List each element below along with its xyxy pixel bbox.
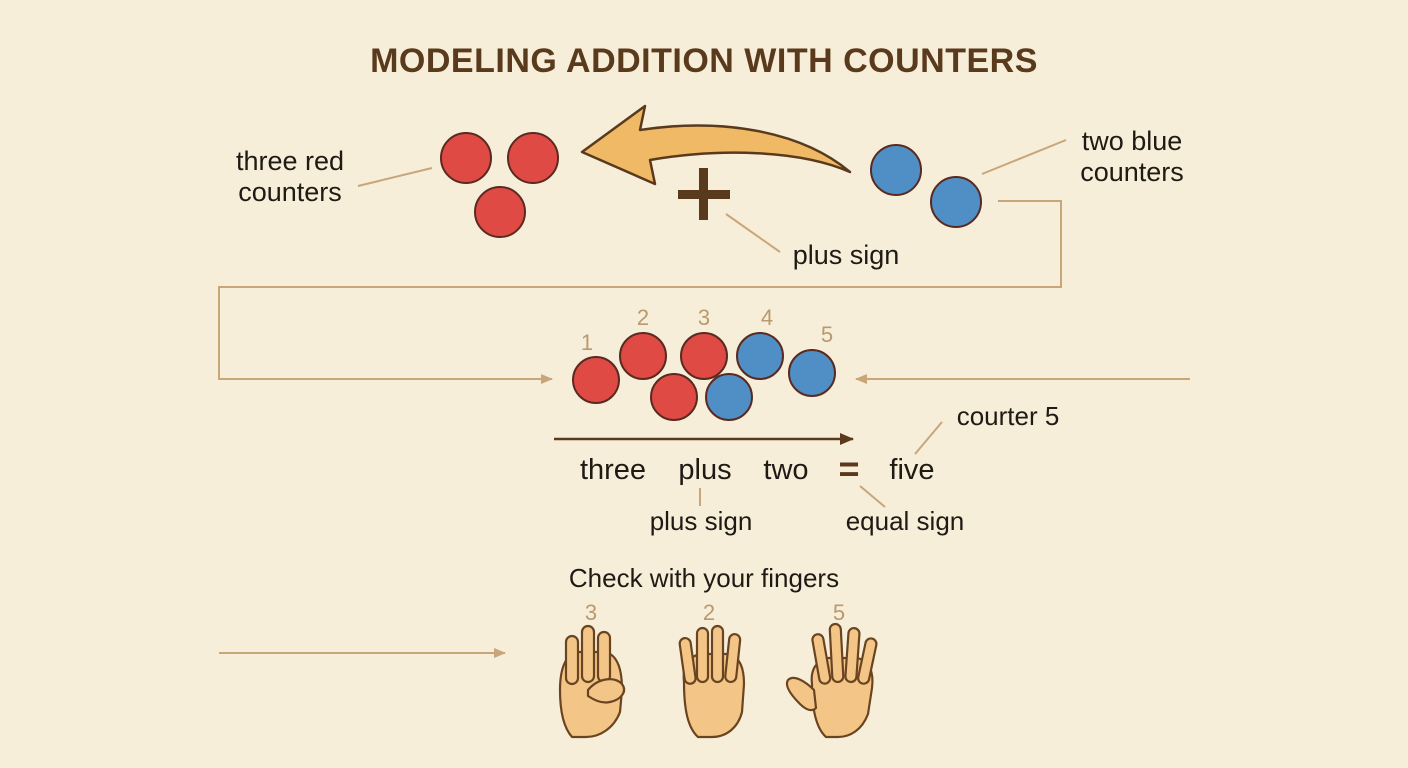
plus-sign-label-top: plus sign xyxy=(793,240,900,270)
connector-arrow xyxy=(218,200,1062,384)
equal-sign-leader xyxy=(859,485,886,508)
blue-counters-label-line1: two blue xyxy=(1082,126,1183,156)
hand-number: 5 xyxy=(833,600,845,625)
plus-sign-label: plus sign xyxy=(650,506,753,536)
hand-number: 2 xyxy=(703,600,715,625)
counter-number: 1 xyxy=(581,330,593,355)
red-counter xyxy=(680,332,728,380)
equation-word-five: five xyxy=(889,454,934,486)
red-counter xyxy=(619,332,667,380)
counter-number: 4 xyxy=(761,305,773,330)
curved-arrow-icon xyxy=(580,104,852,186)
page-title: MODELING ADDITION WITH COUNTERS xyxy=(370,42,1038,80)
equals-icon: = xyxy=(838,448,859,489)
red-counters-label-line2: counters xyxy=(238,177,342,207)
counter-5-label: courter 5 xyxy=(957,401,1060,431)
blue-counter xyxy=(736,332,784,380)
counter-number: 3 xyxy=(698,305,710,330)
red-counter xyxy=(650,373,698,421)
red-counters-label-line1: three red xyxy=(236,146,344,176)
equal-sign-label: equal sign xyxy=(846,506,965,536)
blue-counters-label-line2: counters xyxy=(1080,157,1184,187)
plus-icon xyxy=(678,168,730,220)
counter-number: 2 xyxy=(637,305,649,330)
red-counter xyxy=(572,356,620,404)
counter-number: 5 xyxy=(821,322,833,347)
equation-word-two: two xyxy=(763,454,808,486)
red-counter-group xyxy=(440,132,559,238)
equation-word-plus: plus xyxy=(678,454,731,486)
plus-label-leader xyxy=(725,213,781,253)
hand-two-icon xyxy=(678,624,746,739)
combined-counter-group xyxy=(572,332,836,421)
equation-word-three: three xyxy=(580,454,646,486)
blue-counter xyxy=(930,176,982,228)
blue-counter xyxy=(788,349,836,397)
check-fingers-label: Check with your fingers xyxy=(569,563,839,593)
red-label-leader xyxy=(357,167,433,187)
red-counter xyxy=(507,132,559,184)
red-counter xyxy=(440,132,492,184)
red-counter xyxy=(474,186,526,238)
blue-label-leader xyxy=(981,139,1067,175)
hand-number: 3 xyxy=(585,600,597,625)
counter-label-leader xyxy=(914,421,943,455)
blue-counter xyxy=(705,373,753,421)
hand-three-icon xyxy=(558,624,626,739)
hand-five-icon xyxy=(785,622,878,739)
blue-counter-group xyxy=(870,144,982,228)
blue-counter xyxy=(870,144,922,196)
